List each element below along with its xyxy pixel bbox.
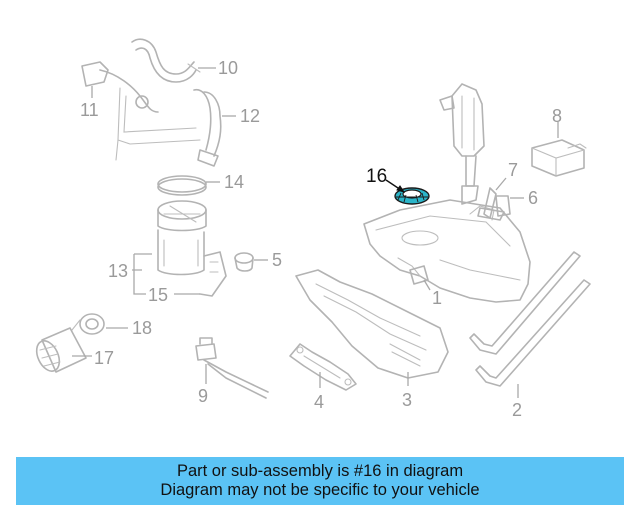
callout-1: 1: [432, 288, 442, 308]
part-10-hose: [131, 38, 216, 83]
leader-7: [495, 177, 507, 191]
part-13-pump-assembly: [132, 200, 227, 297]
callout-18: 18: [132, 318, 152, 338]
callout-9: 9: [198, 386, 208, 406]
banner-line-2: Diagram may not be specific to your vehi…: [160, 481, 480, 499]
callout-4: 4: [314, 392, 324, 412]
callout-2: 2: [512, 400, 522, 420]
part-9-valve: [195, 337, 269, 399]
part-6-connector: [477, 195, 524, 221]
part-2-straps: [469, 251, 591, 398]
callout-12: 12: [240, 106, 260, 126]
part-17-filter: [35, 327, 92, 373]
part-18-clamp: [71, 313, 128, 335]
callout-5: 5: [272, 250, 282, 270]
part-5-cap: [234, 252, 268, 272]
info-banner: Part or sub-assembly is #16 in diagram D…: [16, 457, 624, 505]
callout-14: 14: [224, 172, 244, 192]
filler-reservoir: [439, 83, 485, 205]
callout-3: 3: [402, 390, 412, 410]
callout-10: 10: [218, 58, 238, 78]
callout-8: 8: [552, 106, 562, 126]
part-4-bracket: [289, 343, 357, 391]
part-12-hose: [193, 88, 236, 167]
part-14-seal: [157, 175, 220, 196]
leader-1: [423, 279, 431, 291]
callout-17: 17: [94, 348, 114, 368]
part-1-fuel-tank: [363, 199, 531, 303]
callout-11: 11: [80, 100, 99, 120]
part-3-heat-shield: [295, 269, 449, 386]
leader-13: [132, 253, 152, 295]
part-11-bracket: [81, 61, 201, 161]
part-16-locking-ring[interactable]: [385, 179, 430, 205]
callout-6: 6: [528, 188, 538, 208]
banner-line-1: Part or sub-assembly is #16 in diagram: [176, 462, 464, 480]
callout-13: 13: [108, 261, 128, 281]
callout-16: 16: [366, 166, 387, 187]
parts-diagram: 10 11 12 14 13 15: [35, 38, 591, 420]
callout-7: 7: [508, 160, 518, 180]
callout-15: 15: [148, 285, 168, 305]
part-8-module: [531, 122, 587, 177]
